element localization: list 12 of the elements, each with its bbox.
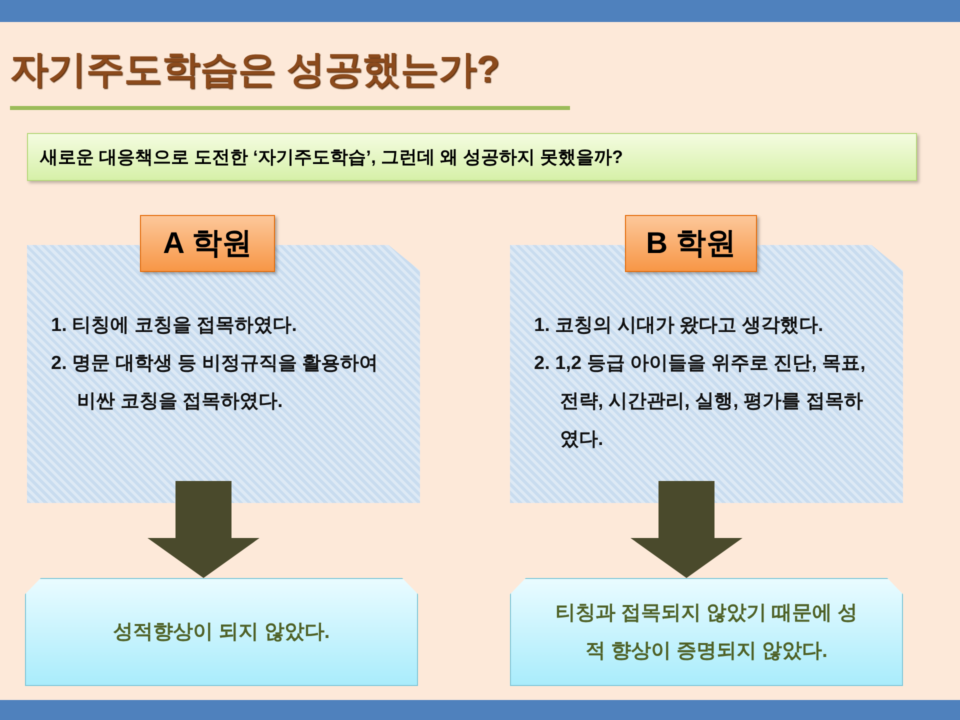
block-arrow [148,481,260,578]
slide-title: 자기주도학습은 성공했는가? [10,48,500,93]
heading-tab: A 학원 [140,215,275,272]
list-item: 1. 티칭에 코칭을 접목하였다. [51,314,298,338]
block-arrow [630,481,742,578]
list-item: 1. 코칭의 시대가 왔다고 생각했다. [534,314,824,338]
result-box: 티칭과 접목되지 않았기 때문에 성적 향상이 증명되지 않았다. [510,578,903,686]
list-item: 2. 1,2 등급 아이들을 위주로 진단, 목표, 전략, 시간관리, 실행, 평가를 접목하였다. [534,352,866,452]
list-item: 2. 명문 대학생 등 비정규직을 활용하여 비싼 코칭을 접목하였다. [51,352,380,414]
result-box: 성적향상이 되지 않았다. [25,578,418,686]
heading-tab: B 학원 [625,215,757,272]
question-banner: 새로운 대응책으로 도전한 ‘자기주도학습’, 그런데 왜 성공하지 못했을까? [27,133,917,181]
